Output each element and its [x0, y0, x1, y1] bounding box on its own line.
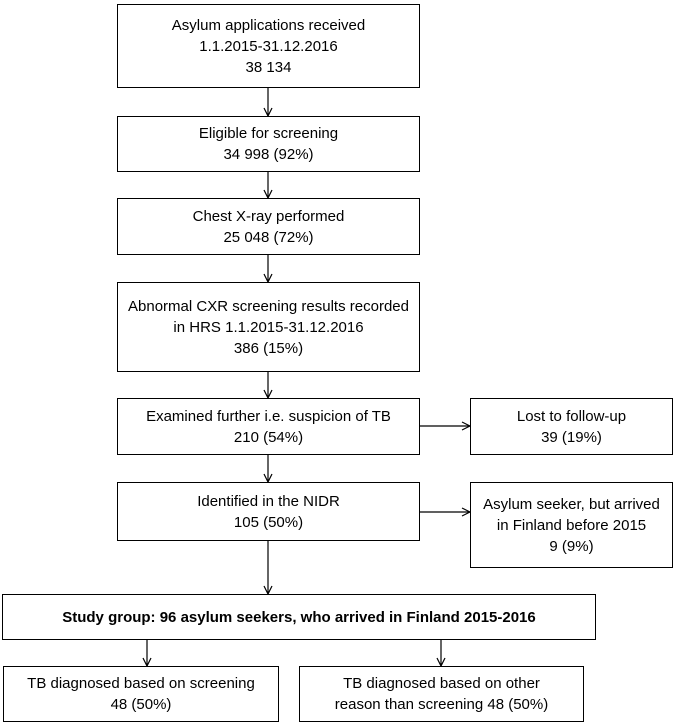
- box-line: Study group: 96 asylum seekers, who arri…: [62, 608, 536, 626]
- box-line: reason than screening 48 (50%): [334, 696, 549, 713]
- box-line: Identified in the NIDR: [197, 492, 340, 510]
- box-line: 39 (19%): [541, 428, 602, 446]
- box-line: Asylum applications received: [171, 16, 366, 34]
- box-line: Examined further i.e. suspicion of TB: [146, 407, 391, 425]
- box-arrived-before-2015: Asylum seeker, but arrived in Finland be…: [470, 482, 673, 568]
- box-study-group: Study group: 96 asylum seekers, who arri…: [2, 594, 596, 640]
- box-line: in HRS 1.1.2015-31.12.2016: [173, 318, 364, 336]
- box-line: 38 134: [245, 58, 292, 76]
- box-eligible: Eligible for screening 34 998 (92%): [117, 116, 420, 172]
- box-tb-screening: TB diagnosed based on screening 48 (50%): [3, 666, 279, 722]
- box-asylum-applications: Asylum applications received 1.1.2015-31…: [117, 4, 420, 88]
- box-line: Chest X-ray performed: [192, 207, 345, 225]
- box-line: 48 (50%): [110, 696, 172, 713]
- box-line: TB diagnosed based on screening: [27, 675, 255, 692]
- box-line: in Finland before 2015: [496, 516, 647, 534]
- box-chest-xray: Chest X-ray performed 25 048 (72%): [117, 198, 420, 255]
- box-line: 1.1.2015-31.12.2016: [199, 37, 338, 55]
- box-line: Abnormal CXR screening results recorded: [128, 297, 409, 315]
- box-examined-further: Examined further i.e. suspicion of TB 21…: [117, 398, 420, 455]
- box-line: 210 (54%): [233, 428, 304, 446]
- box-identified-nidr: Identified in the NIDR 105 (50%): [117, 482, 420, 541]
- box-line: 25 048 (72%): [223, 228, 314, 246]
- box-lost-to-follow-up: Lost to follow-up 39 (19%): [470, 398, 673, 455]
- box-line: 105 (50%): [233, 513, 304, 531]
- box-tb-other-reason: TB diagnosed based on other reason than …: [299, 666, 584, 722]
- box-line: Eligible for screening: [198, 125, 339, 142]
- box-abnormal-cxr: Abnormal CXR screening results recorded …: [117, 282, 420, 372]
- box-line: Lost to follow-up: [516, 407, 627, 425]
- box-line: Asylum seeker, but arrived: [483, 495, 660, 513]
- box-line: 386 (15%): [233, 339, 304, 357]
- box-line: TB diagnosed based on other: [343, 675, 540, 692]
- box-line: 34 998 (92%): [223, 146, 314, 163]
- box-line: 9 (9%): [549, 537, 594, 555]
